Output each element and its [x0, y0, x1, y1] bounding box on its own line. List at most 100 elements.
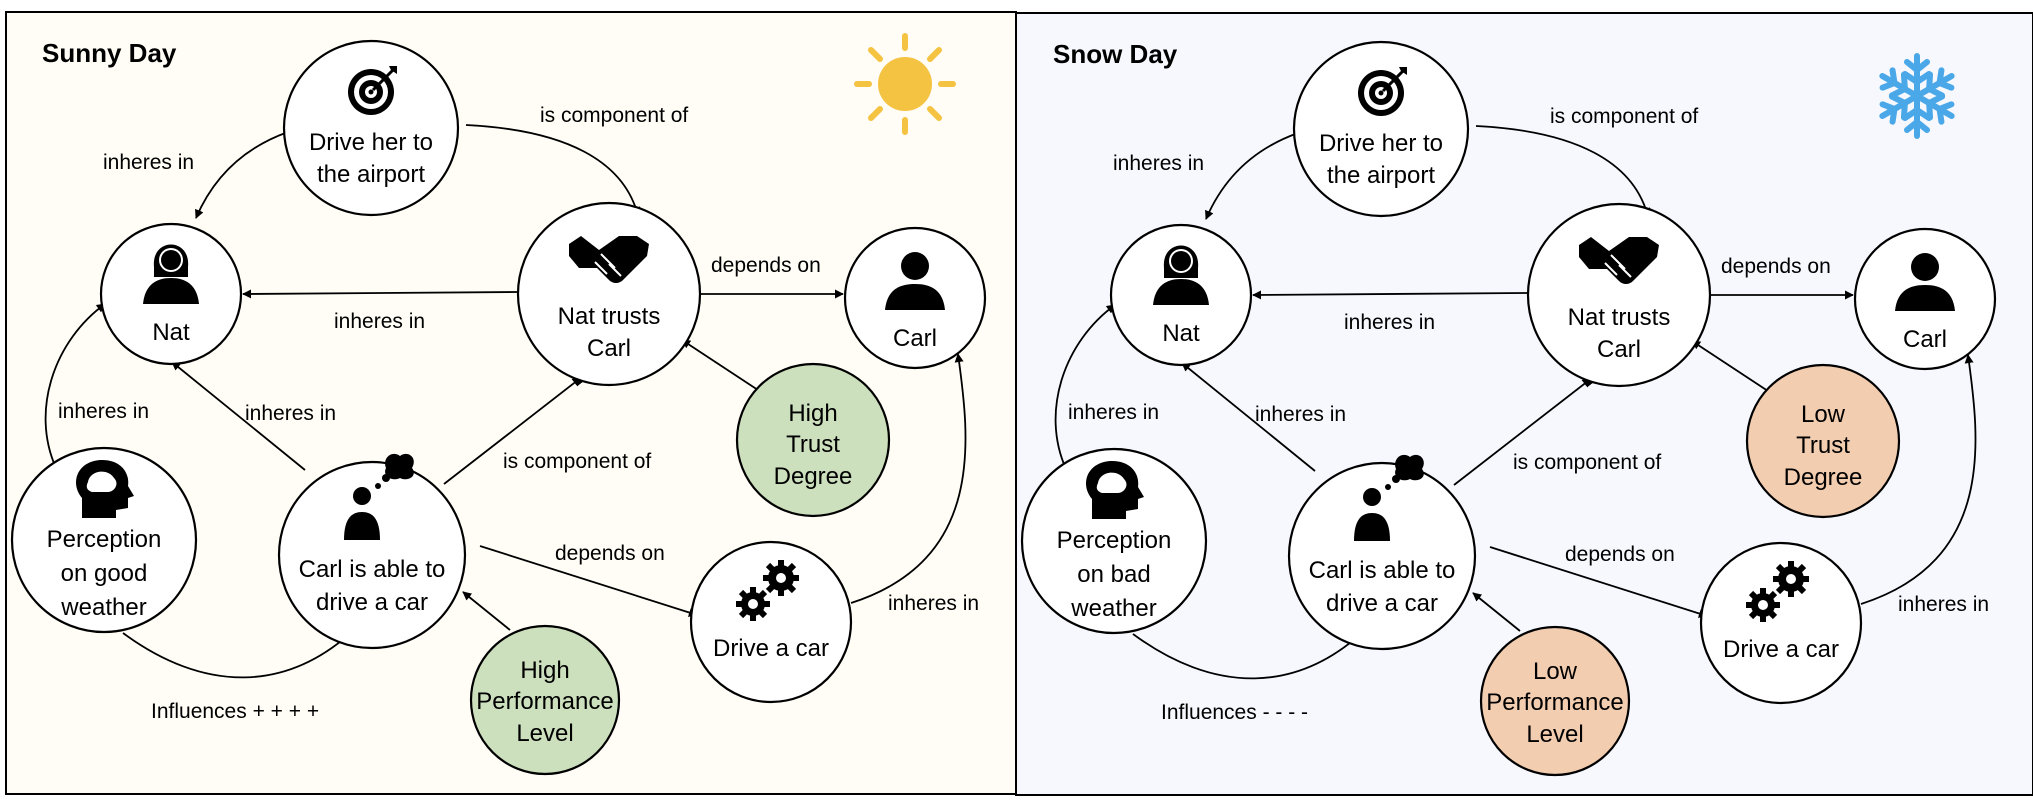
node-label-line: Drive a car — [713, 635, 829, 662]
edge-label: inheres in — [334, 310, 425, 333]
node-label-line: drive a car — [316, 589, 428, 616]
edge-label: depends on — [555, 542, 665, 565]
node-label-line: Performance — [1486, 689, 1623, 716]
node-label-line: drive a car — [1326, 590, 1438, 617]
edge-label: inheres in — [1344, 311, 1435, 334]
edge-trust-degree — [1691, 340, 1775, 396]
node-label-line: the airport — [1327, 162, 1435, 189]
edge-label: inheres in — [245, 402, 336, 425]
node-label-line: Drive her to — [309, 129, 433, 156]
node-label-line: on good — [61, 560, 148, 587]
target-icon — [1358, 67, 1407, 116]
node-label-line: Perception — [1057, 527, 1172, 554]
node-perception: Perception on bad weather — [1020, 447, 1208, 635]
panel-sunny-day: Sunny Day — [5, 11, 1017, 795]
edge-label: Influences + + + + — [151, 700, 319, 723]
edge-inheres-right — [1860, 354, 1977, 605]
edge-label: depends on — [711, 254, 821, 277]
edge-performance — [1472, 592, 1521, 632]
node-label-line: High — [520, 657, 569, 684]
brain-head-icon — [1086, 460, 1144, 519]
edges — [44, 124, 967, 679]
edges — [1054, 125, 1977, 680]
edge-labels: inheres in is component of depends on in… — [58, 104, 979, 723]
edge-label: Influences - - - - — [1161, 701, 1308, 724]
woman-icon — [1153, 245, 1209, 305]
edge-inheres-left — [1054, 304, 1116, 470]
node-label-line: Level — [1526, 721, 1583, 748]
level-circle — [469, 624, 621, 776]
edge-label: inheres in — [1255, 403, 1346, 426]
node-carl-able: Carl is able to drive a car — [1287, 454, 1477, 651]
target-icon — [348, 66, 397, 115]
node-label-line: Nat — [152, 319, 190, 346]
edge-influences — [122, 615, 369, 679]
edge-component-top — [465, 124, 643, 218]
edge-component-mid — [443, 373, 585, 485]
thinking-person-icon — [1354, 454, 1424, 541]
edge-inheres-left — [44, 303, 106, 469]
node-label-line: Nat — [1162, 320, 1200, 347]
node-label-line: Carl — [893, 325, 937, 352]
node-label-line: Performance — [476, 688, 613, 715]
edge-inheres-mid — [1252, 290, 1529, 300]
node-label-line: Carl is able to — [1309, 557, 1456, 584]
edge-depends-drive — [1489, 546, 1708, 618]
level-circle — [1479, 625, 1631, 777]
edge-label: inheres in — [1068, 401, 1159, 424]
node-label-line: Degree — [774, 463, 853, 490]
node-nat: Nat — [1109, 223, 1253, 367]
edge-inheres-top — [1205, 132, 1299, 220]
node-drive-airport: Drive her to the airport — [282, 39, 460, 217]
node-performance: Low Performance Level — [1479, 625, 1631, 777]
node-drive-a-car: Drive a car — [689, 540, 853, 704]
edge-component-top — [1475, 125, 1653, 219]
woman-icon — [143, 244, 199, 304]
edge-label: is component of — [503, 450, 651, 473]
node-carl-able: Carl is able to drive a car — [277, 453, 467, 650]
node-label-line: Carl — [587, 335, 631, 362]
node-performance: High Performance Level — [469, 624, 621, 776]
node-label-line: Degree — [1784, 464, 1863, 491]
edge-inheres-able — [1181, 362, 1316, 472]
edge-influences — [1132, 616, 1379, 680]
node-nat-trusts-carl: Nat trusts Carl — [516, 201, 702, 387]
edge-label: is component of — [1513, 451, 1661, 474]
edge-depends-drive — [479, 545, 698, 617]
node-label-line: Nat trusts — [558, 303, 661, 330]
node-trust-degree: Low Trust Degree — [1745, 363, 1901, 519]
node-label-line: Drive a car — [1723, 636, 1839, 663]
node-label-line: the airport — [317, 161, 425, 188]
panel-title: Snow Day — [1053, 39, 1178, 69]
panel-snow-day: Snow Day — [1015, 12, 2033, 796]
sun-icon — [854, 33, 956, 135]
node-label-line: Carl — [1597, 336, 1641, 363]
node-label-line: weather — [1070, 595, 1156, 622]
edge-label: depends on — [1721, 255, 1831, 278]
node-drive-a-car: Drive a car — [1699, 541, 1863, 705]
edge-trust-degree — [681, 339, 765, 395]
edge-label: is component of — [1550, 105, 1698, 128]
node-label-line: weather — [60, 594, 146, 621]
node-carl: Carl — [1853, 227, 1997, 371]
edge-inheres-able — [171, 361, 306, 471]
thinking-person-icon — [344, 453, 414, 540]
edge-performance — [462, 591, 511, 631]
node-nat: Nat — [99, 222, 243, 366]
edge-inheres-mid — [242, 289, 519, 299]
node-label-line: Perception — [47, 526, 162, 553]
node-label-line: Nat trusts — [1568, 304, 1671, 331]
edge-label: inheres in — [103, 151, 194, 174]
node-drive-airport: Drive her to the airport — [1292, 40, 1470, 218]
man-icon — [885, 252, 945, 310]
node-label-line: Carl — [1903, 326, 1947, 353]
node-label-line: Low — [1801, 401, 1846, 428]
handshake-icon — [1579, 237, 1659, 284]
edge-labels: inheres in is component of depends on in… — [1068, 105, 1989, 724]
node-label-line: Level — [516, 720, 573, 747]
handshake-icon — [569, 236, 649, 283]
snowflake-icon — [1876, 53, 1957, 136]
edge-label: inheres in — [1113, 152, 1204, 175]
node-nat-trusts-carl: Nat trusts Carl — [1526, 202, 1712, 388]
